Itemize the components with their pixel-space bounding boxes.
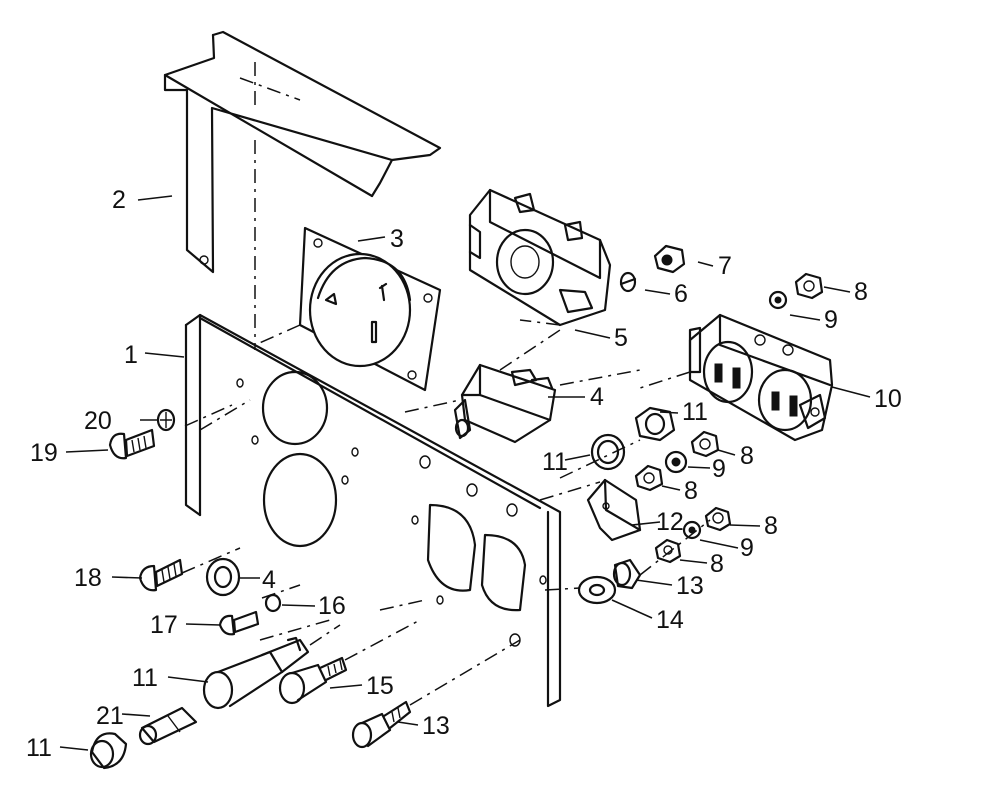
- callout-10: 10: [874, 385, 902, 413]
- part-8-nut-mid2: [634, 464, 664, 492]
- callout-13-upper: 13: [676, 572, 704, 600]
- part-15-knob: [278, 656, 348, 705]
- callout-4-relay: 4: [590, 383, 604, 411]
- callout-13-lower: 13: [422, 712, 450, 740]
- callout-15: 15: [366, 672, 394, 700]
- part-9-washer-lower: [682, 520, 702, 540]
- part-11-fusecap: [89, 732, 128, 770]
- callout-2: 2: [112, 186, 126, 214]
- part-5-receptacle: [468, 188, 612, 327]
- callout-17: 17: [150, 611, 178, 639]
- part-21-fuse: [138, 706, 198, 746]
- part-2-bracket: [163, 30, 442, 345]
- callout-5: 5: [614, 324, 628, 352]
- part-11-washer: [590, 433, 626, 471]
- part-18-screw: [138, 558, 184, 592]
- part-13-knob-upper: [612, 558, 642, 590]
- part-13-knob-lower: [351, 700, 412, 749]
- part-4-nut: [205, 557, 241, 597]
- part-7-nut: [653, 244, 686, 274]
- callout-8-lower2: 8: [710, 550, 724, 578]
- part-9-washer-mid: [664, 450, 688, 474]
- part-8-nut-lower: [704, 506, 732, 532]
- callout-9-mid: 9: [712, 455, 726, 483]
- callout-11-nut: 11: [682, 398, 708, 426]
- center-lines: [181, 369, 711, 706]
- part-20-lockwasher: [156, 408, 176, 432]
- part-6-lockwasher: [619, 271, 637, 293]
- part-14-washer: [577, 575, 617, 605]
- callout-9-upper: 9: [824, 306, 838, 334]
- part-10-duplex: [639, 313, 834, 442]
- callout-7: 7: [718, 252, 732, 280]
- callout-labels: 2 3 1 4 5 6 7 8 9 10 11 11 9 8 8 12 8 9 …: [26, 186, 902, 762]
- part-11-nut: [634, 406, 676, 442]
- callout-9-lower: 9: [740, 534, 754, 562]
- callout-11-fuseholder: 11: [132, 664, 158, 692]
- callout-8-mid2: 8: [684, 477, 698, 505]
- callout-8-lower: 8: [764, 512, 778, 540]
- callout-12: 12: [656, 508, 684, 536]
- callout-8-upper: 8: [854, 278, 868, 306]
- callout-8-mid: 8: [740, 442, 754, 470]
- callout-14: 14: [656, 606, 684, 634]
- leader-lines: [59, 195, 871, 751]
- part-3-receptacle: [254, 226, 442, 392]
- callout-6: 6: [674, 280, 688, 308]
- part-12-plate: [586, 478, 642, 542]
- part-8-nut-upper: [794, 272, 824, 300]
- callout-3: 3: [390, 225, 404, 253]
- part-8-nut-lower2: [654, 538, 682, 564]
- part-17-screw: [218, 610, 260, 636]
- part-9-washer-upper: [768, 290, 788, 310]
- part-11-fuseholder: [202, 624, 341, 710]
- callout-4-nut: 4: [262, 566, 276, 594]
- callout-11-washer: 11: [542, 448, 568, 476]
- part-8-nut-mid: [690, 430, 720, 458]
- part-16-lockwasher: [264, 593, 282, 613]
- callout-1: 1: [124, 341, 138, 369]
- callout-21: 21: [96, 702, 124, 730]
- part-1-panel: [184, 313, 562, 708]
- part-4-relay: [404, 329, 561, 444]
- callout-20: 20: [84, 407, 112, 435]
- callout-11-fusecap: 11: [26, 734, 52, 762]
- part-19-screw: [108, 428, 156, 460]
- callout-18: 18: [74, 564, 102, 592]
- callout-16: 16: [318, 592, 346, 620]
- callout-19: 19: [30, 439, 58, 467]
